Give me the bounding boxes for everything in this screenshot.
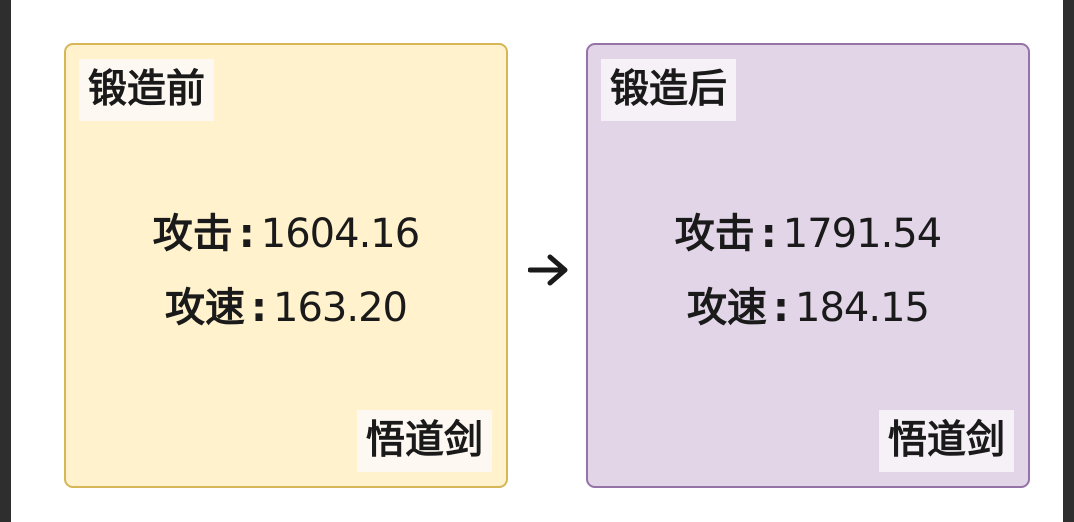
attack-value: 1604.16 [260, 211, 420, 257]
attack-speed-label: 攻速 [687, 285, 768, 331]
window-edge-left [0, 0, 11, 522]
before-forge-card: 锻造前 攻击:1604.16 攻速:163.20 悟道剑 [64, 43, 508, 488]
attack-speed-label: 攻速 [165, 285, 246, 331]
before-forge-title: 锻造前 [79, 59, 215, 121]
after-forge-title: 锻造后 [601, 59, 737, 121]
attack-value: 1791.54 [782, 211, 942, 257]
attack-label: 攻击 [674, 211, 755, 257]
stat-separator: : [251, 285, 268, 331]
attack-stat: 攻击:1604.16 [66, 197, 506, 271]
weapon-name: 悟道剑 [878, 410, 1014, 472]
weapon-name: 悟道剑 [356, 410, 492, 472]
attack-speed-value: 163.20 [273, 285, 408, 331]
arrow-right-icon [528, 254, 568, 286]
after-stats: 攻击:1791.54 攻速:184.15 [588, 197, 1028, 345]
attack-speed-stat: 攻速:184.15 [588, 271, 1028, 345]
stat-separator: : [238, 211, 255, 257]
window-edge-right [1063, 0, 1074, 522]
attack-stat: 攻击:1791.54 [588, 197, 1028, 271]
attack-speed-value: 184.15 [795, 285, 930, 331]
stat-separator: : [773, 285, 790, 331]
attack-label: 攻击 [152, 211, 233, 257]
after-forge-card: 锻造后 攻击:1791.54 攻速:184.15 悟道剑 [586, 43, 1030, 488]
stat-separator: : [760, 211, 777, 257]
attack-speed-stat: 攻速:163.20 [66, 271, 506, 345]
before-stats: 攻击:1604.16 攻速:163.20 [66, 197, 506, 345]
